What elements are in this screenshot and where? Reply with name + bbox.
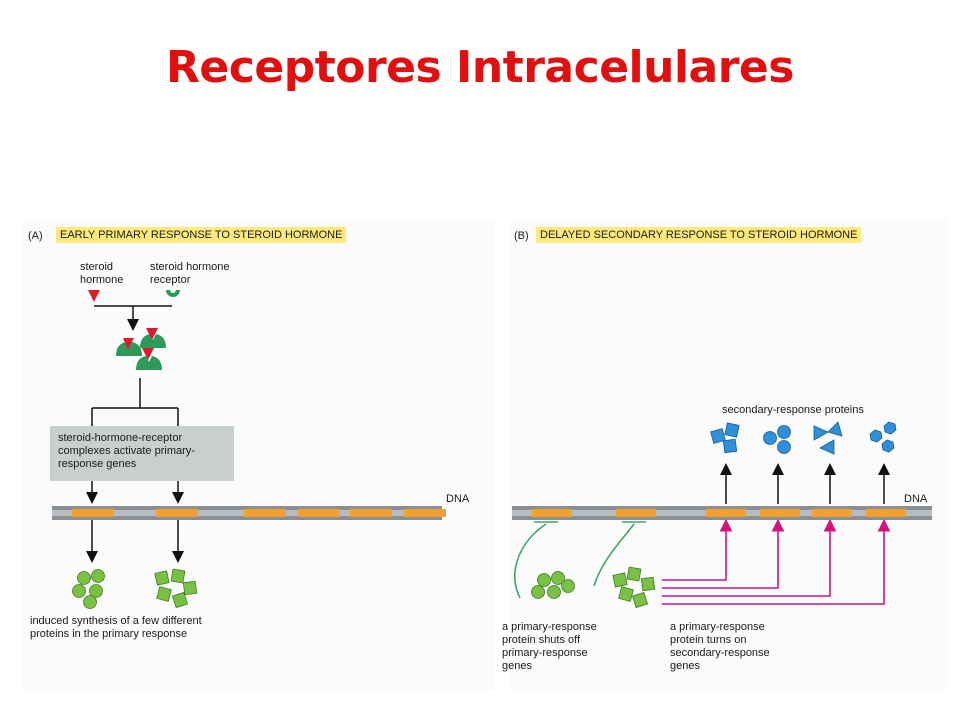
secondary-protein-squares	[710, 422, 740, 454]
primary-expression-arrows-a	[86, 520, 184, 563]
secondary-protein-circles	[763, 425, 791, 454]
panel-b-letter: (B)	[514, 230, 529, 242]
panel-a-letter: (A)	[28, 230, 43, 242]
secondary-expression-arrows	[720, 463, 890, 504]
complex-box-line3: response genes	[58, 458, 137, 470]
receptor-icon	[166, 290, 180, 297]
complex-activation-box	[50, 426, 234, 481]
complex-box-line1: steroid-hormone-receptor	[58, 432, 183, 444]
hormone-icon	[88, 290, 100, 302]
secondary-protein-triangles	[813, 421, 843, 455]
turns-on-line3: secondary-response	[670, 647, 770, 659]
panel-a-heading: EARLY PRIMARY RESPONSE TO STEROID HORMON…	[56, 227, 347, 243]
receptor-label-line2: receptor	[150, 274, 191, 286]
primary-protein-squares-a	[154, 568, 198, 609]
diagram-graphics	[52, 290, 932, 609]
activation-arrows	[662, 518, 891, 605]
induced-synthesis-line2: proteins in the primary response	[30, 628, 188, 640]
slide-title: Receptores Intracelulares	[166, 42, 794, 93]
shuts-off-line1: a primary-response	[502, 621, 597, 633]
shuts-off-line3: primary-response	[502, 647, 588, 659]
panel-b-heading: DELAYED SECONDARY RESPONSE TO STEROID HO…	[536, 227, 862, 243]
hormone-receptor-merge-line	[94, 305, 172, 331]
dna-a-genes	[72, 509, 446, 517]
primary-protein-circles-b	[531, 571, 575, 599]
secondary-protein-hexagons	[869, 421, 897, 453]
primary-protein-circles-a	[72, 569, 105, 609]
steroid-hormone-label-line2: hormone	[80, 274, 124, 286]
induced-synthesis-line1: induced synthesis of a few different	[30, 615, 202, 627]
inhibition-curves	[514, 521, 646, 599]
dna-label-b: DNA	[904, 493, 928, 505]
shuts-off-line2: protein shuts off	[502, 634, 581, 646]
turns-on-line1: a primary-response	[670, 621, 765, 633]
dna-b-genes	[532, 509, 906, 517]
receptor-label-line1: steroid hormone	[150, 261, 230, 273]
dna-label-a: DNA	[446, 493, 470, 505]
turns-on-line4: genes	[670, 660, 700, 672]
secondary-proteins-label: secondary-response proteins	[722, 404, 864, 416]
hormone-receptor-complexes	[116, 328, 166, 370]
steroid-hormone-label-line1: steroid	[80, 261, 114, 273]
complex-box-line2: complexes activate primary-	[58, 445, 195, 457]
turns-on-line2: protein turns on	[670, 634, 747, 646]
figure: (A) EARLY PRIMARY RESPONSE TO STEROID HO…	[22, 220, 948, 690]
complex-branch-lines	[86, 378, 184, 504]
primary-protein-squares-b	[612, 566, 656, 609]
shuts-off-line4: genes	[502, 660, 532, 672]
panel-b-background	[510, 220, 948, 690]
